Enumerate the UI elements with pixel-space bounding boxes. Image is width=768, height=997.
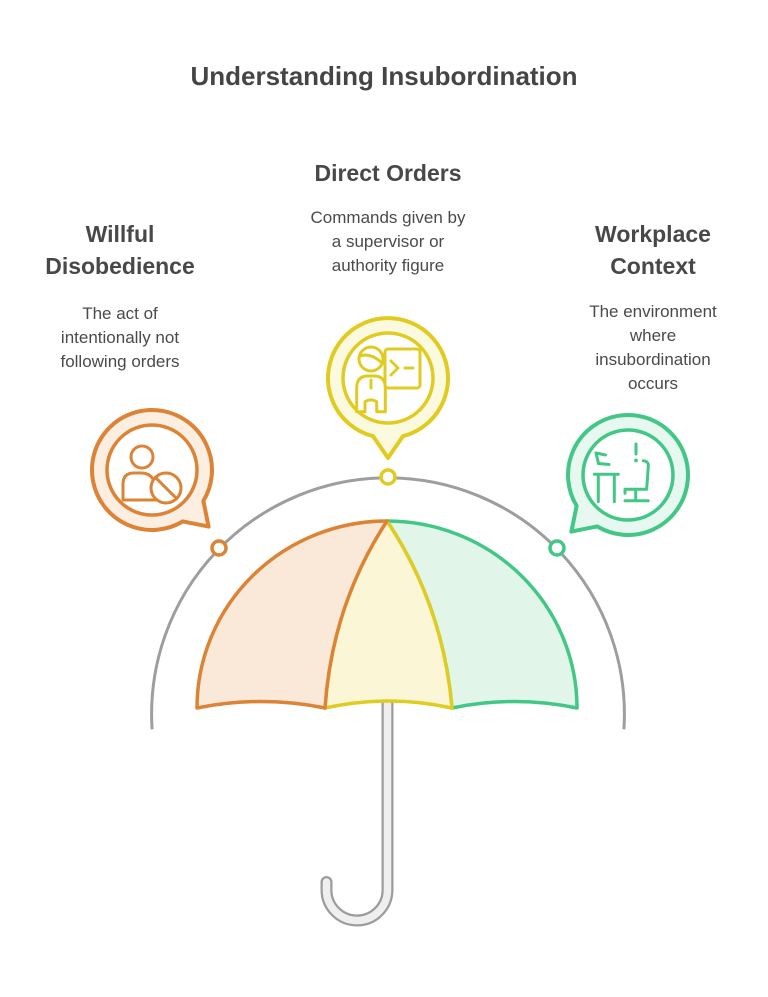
bubble-willful-disobedience (90, 408, 214, 532)
description-direct-orders: Commands given by a supervisor or author… (310, 208, 466, 275)
umbrella-panel-willful-disobedience (195, 519, 389, 710)
umbrella-handle-outline (320, 687, 394, 927)
person-head (129, 444, 155, 470)
page-title: Understanding Insubordination (190, 61, 578, 91)
supervisor-head (357, 345, 385, 373)
umbrella-handle-fill (322, 689, 392, 925)
desk (592, 472, 620, 504)
supervisor-body (355, 374, 387, 414)
chair-seat (623, 487, 649, 495)
umbrella-handle (320, 687, 394, 927)
bubble-inner-circle (581, 428, 675, 522)
connector-dot-direct (379, 468, 397, 486)
person-prohibited-icon (121, 444, 183, 505)
chair-base (623, 487, 650, 503)
person-body (121, 471, 158, 502)
supervisor-hair (358, 353, 383, 364)
prompt-chevron (389, 359, 400, 377)
supervisor-command-icon (355, 345, 422, 414)
laptop (594, 451, 607, 465)
connector-dot-workplace (548, 539, 566, 557)
laptop-base (597, 462, 611, 466)
description-willful-disobedience: The act of intentionally not following o… (60, 304, 180, 371)
heading-workplace-context: Workplace Context (595, 221, 711, 279)
chair-back (641, 459, 650, 490)
bubble-direct-orders (326, 316, 450, 460)
command-board (383, 347, 422, 390)
description-workplace-context: The environment where insubordination oc… (589, 302, 717, 393)
bubble-workplace-context (566, 413, 690, 537)
heading-direct-orders: Direct Orders (314, 160, 462, 186)
connector-dot-willful (210, 539, 228, 557)
workplace-desk-icon (592, 442, 650, 504)
prohibition-slash (153, 475, 179, 501)
heading-willful-disobedience: Willful Disobedience (45, 221, 195, 279)
exclamation-dot (634, 458, 638, 463)
